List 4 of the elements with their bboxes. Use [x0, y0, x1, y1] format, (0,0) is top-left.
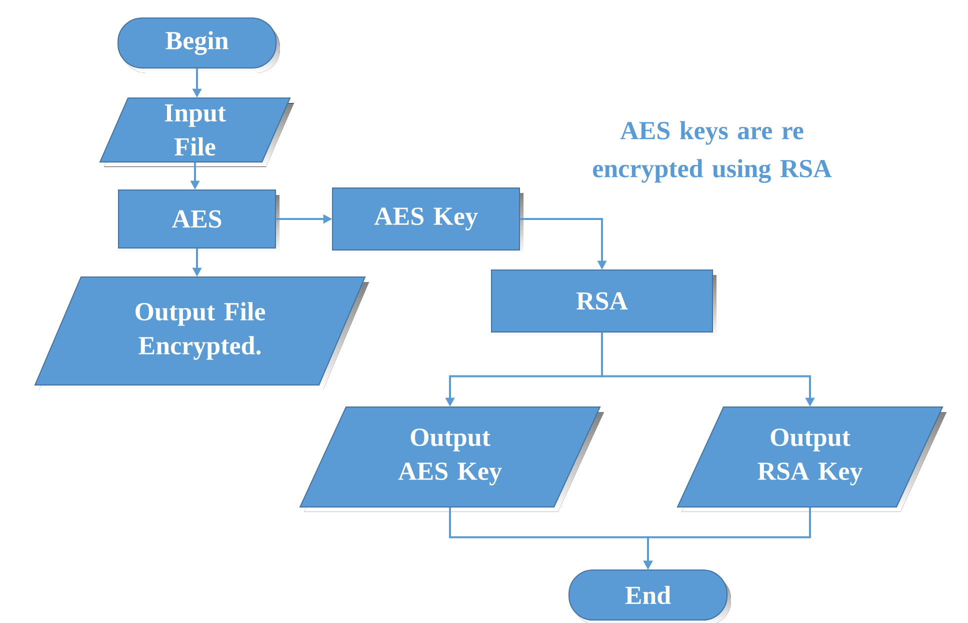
annotation-text: AES keys are re encrypted using RSA: [593, 121, 832, 183]
process-box: AES Key: [332, 188, 524, 255]
process-box: RSA: [491, 270, 716, 337]
process-box: AES: [118, 190, 280, 253]
